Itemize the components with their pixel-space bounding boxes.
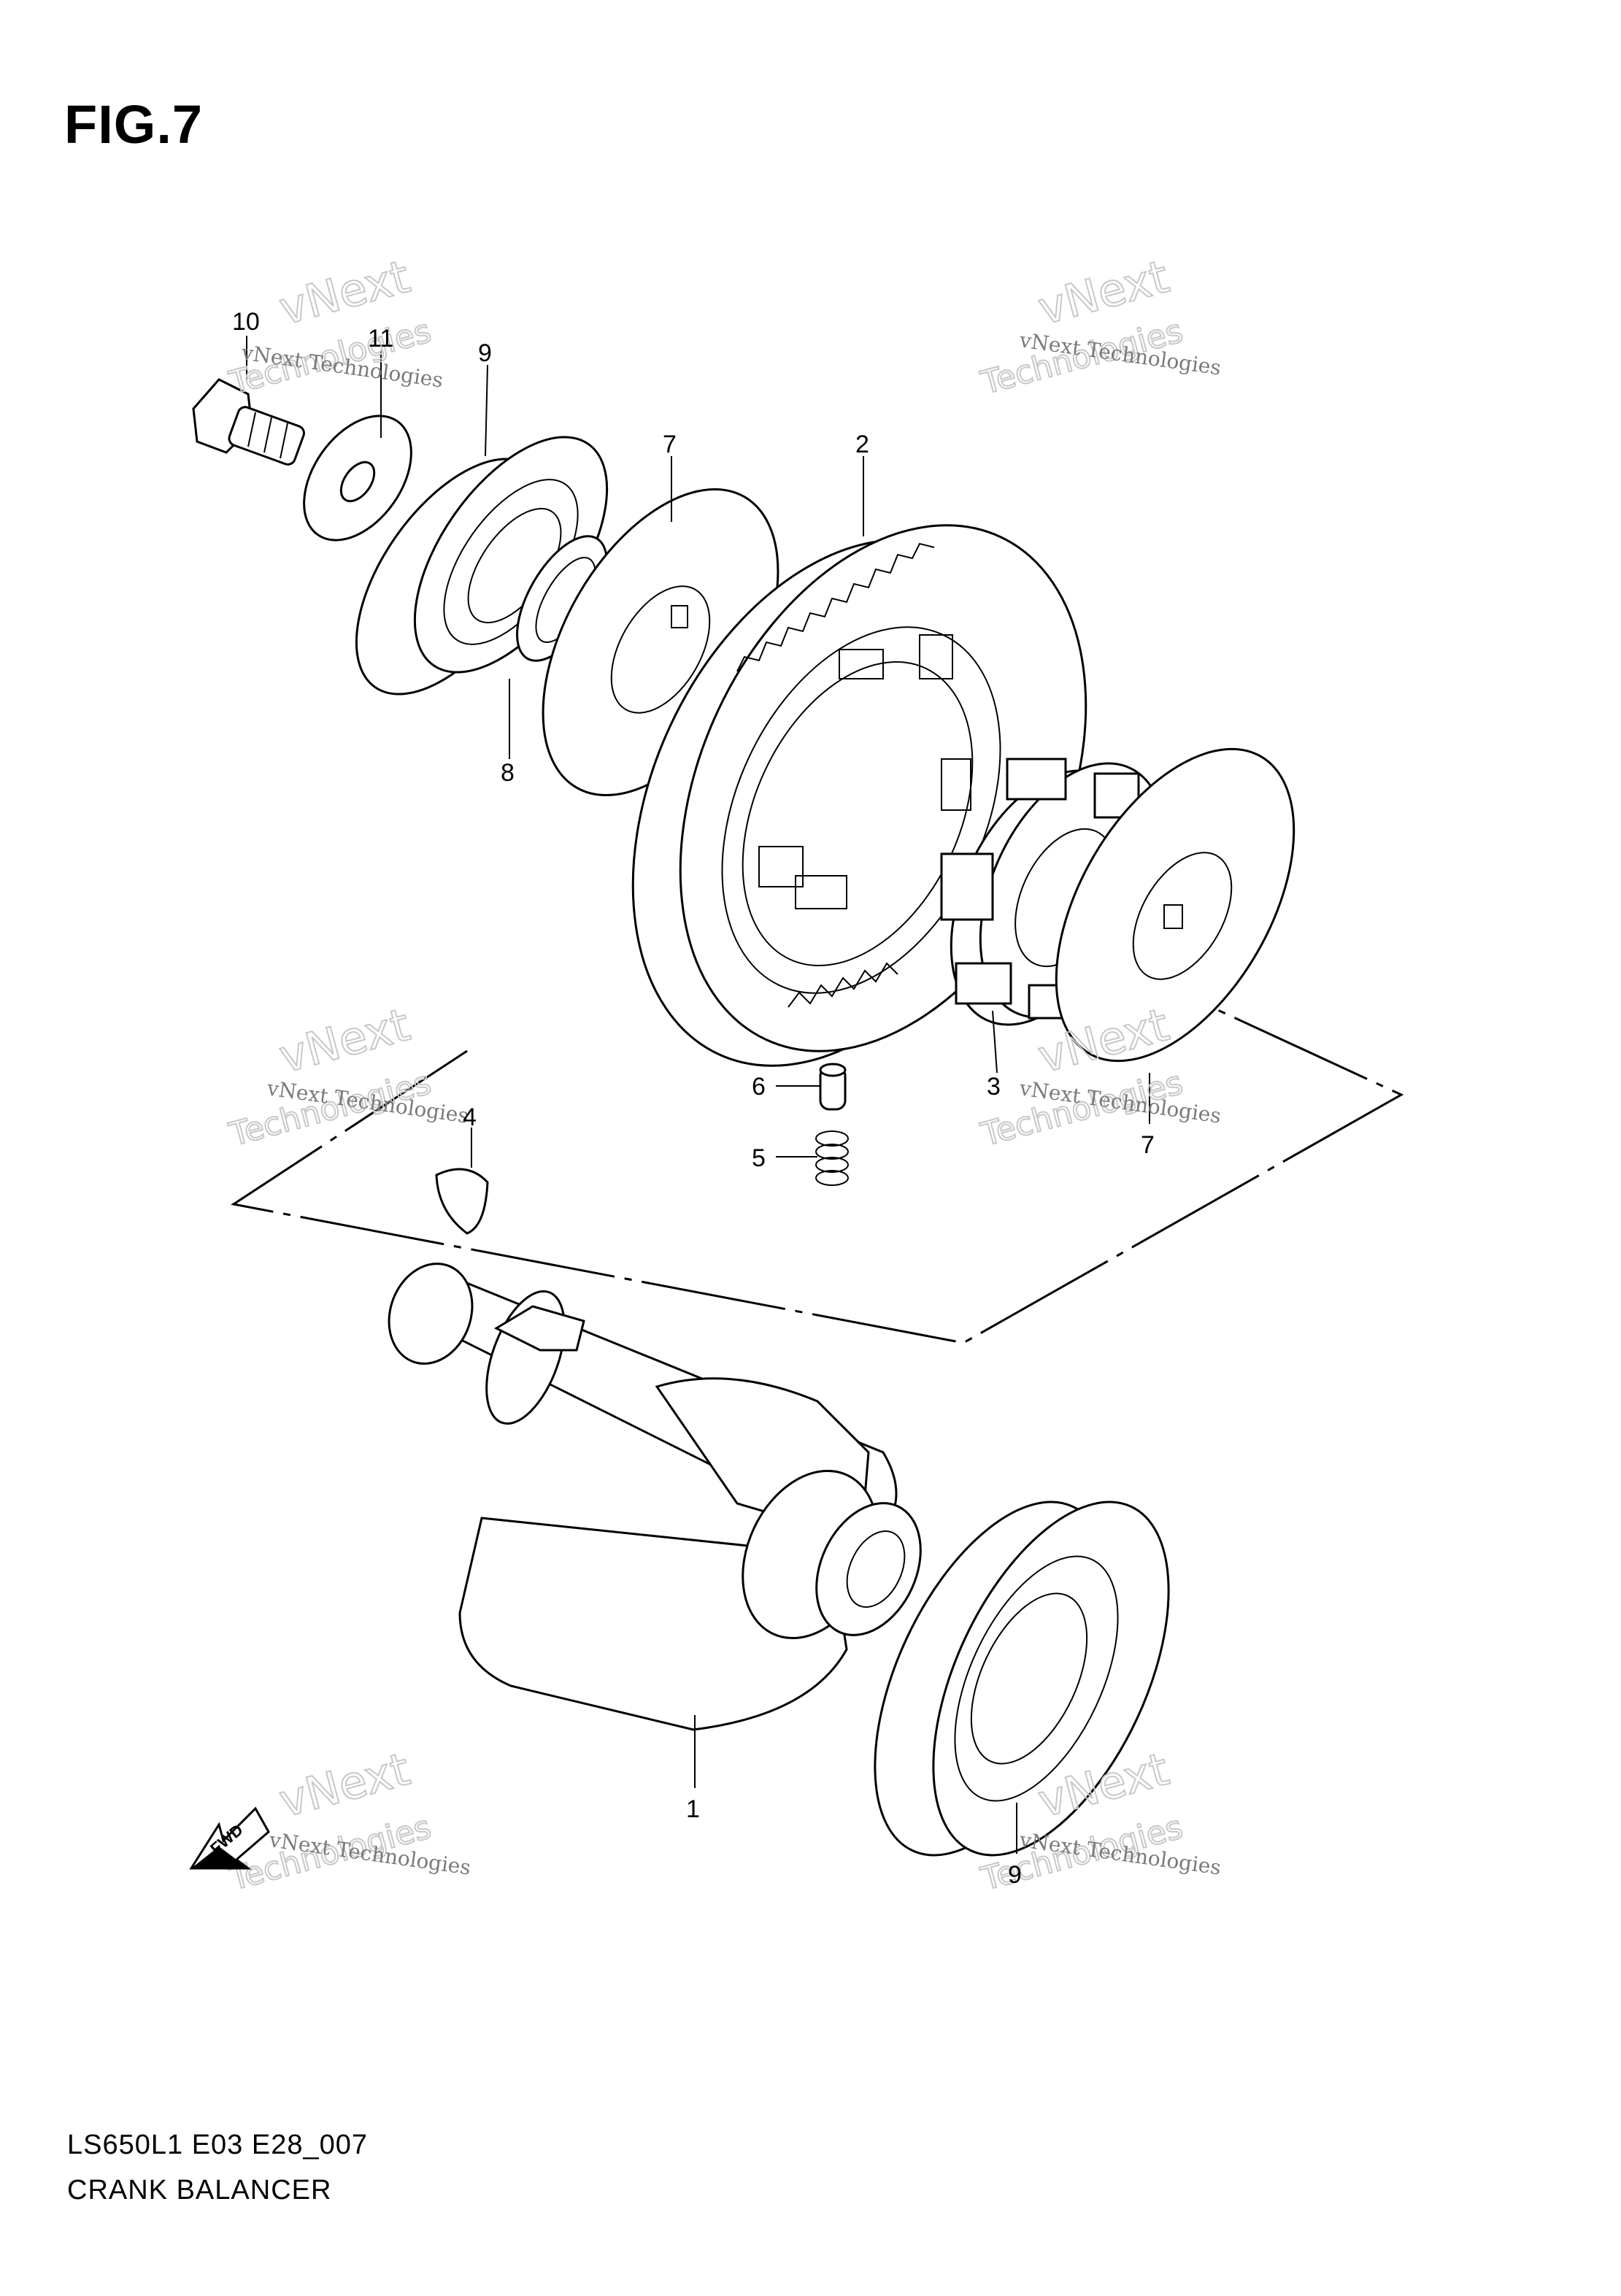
forward-arrow-icon: FWD: [189, 1806, 270, 1870]
callout-9-top: 9: [478, 339, 492, 367]
watermark-top-right: vNext Technologies vNext Technologies: [977, 249, 1223, 403]
callout-4: 4: [463, 1103, 477, 1131]
bearing-part-9-bottom: [874, 1501, 1170, 1857]
callout-9-bottom: 9: [1008, 1861, 1022, 1889]
callout-10: 10: [232, 308, 260, 336]
callout-1: 1: [686, 1795, 700, 1823]
callout-7-right: 7: [1141, 1131, 1155, 1159]
balancer-shaft-part-1: [388, 1263, 922, 1731]
callout-11: 11: [368, 325, 393, 353]
diagram-code: LS650L1 E03 E28_007: [67, 2130, 369, 2160]
washer-part-11: [303, 415, 412, 542]
callout-2: 2: [855, 431, 869, 458]
svg-text:vNext: vNext: [274, 998, 415, 1083]
pin-part-6: [819, 1063, 847, 1111]
washer-part-7-right: [1055, 747, 1295, 1063]
bearing-part-9-top: [355, 436, 609, 696]
svg-text:vNext: vNext: [274, 1742, 415, 1827]
callout-7-top: 7: [663, 431, 677, 458]
assembly-boundary: [231, 1006, 1404, 1344]
callout-6: 6: [752, 1073, 766, 1101]
diagram-name: CRANK BALANCER: [67, 2175, 332, 2206]
bolt-part-10: [192, 378, 305, 466]
leader-lines: [246, 336, 1150, 1854]
callout-3: 3: [987, 1073, 1001, 1101]
figure-title: FIG.7: [64, 94, 204, 155]
spring-part-5: [815, 1130, 849, 1186]
woodruff-key-part-4: [435, 1168, 489, 1235]
callout-5: 5: [752, 1144, 766, 1172]
callout-8: 8: [501, 759, 515, 787]
